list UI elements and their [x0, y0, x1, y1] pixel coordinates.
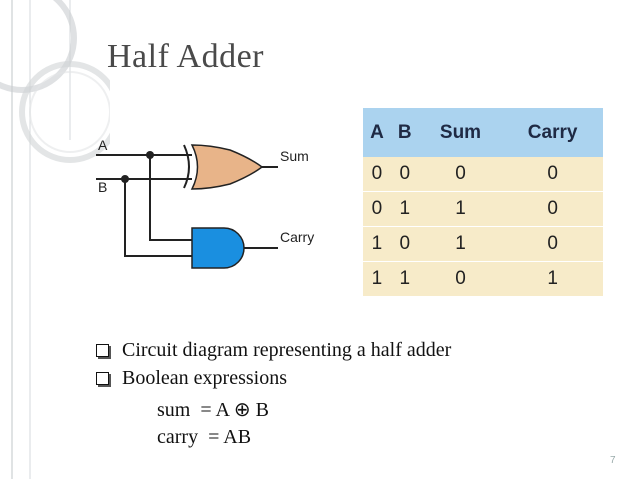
- bullet-list: Circuit diagram representing a half adde…: [96, 336, 451, 392]
- page-number: 7: [610, 455, 616, 466]
- bullet-item: Circuit diagram representing a half adde…: [96, 336, 451, 364]
- input-b-label: B: [98, 179, 107, 195]
- sum-expression: sum = A ⊕ B: [157, 399, 269, 421]
- checkbox-bullet-icon: [96, 371, 109, 385]
- checkbox-bullet-icon: [96, 343, 109, 357]
- header-b: B: [390, 108, 419, 157]
- cell-b: 1: [390, 191, 419, 227]
- cell-sum: 1: [418, 191, 503, 227]
- cell-a: 1: [363, 261, 391, 297]
- table-row: 0 0 0 0: [363, 157, 603, 192]
- bullet-text: Boolean expressions: [122, 367, 287, 389]
- cell-sum: 0: [418, 157, 503, 192]
- output-carry-label: Carry: [280, 229, 314, 245]
- cell-b: 0: [390, 157, 419, 192]
- header-sum: Sum: [418, 108, 503, 157]
- and-gate: [191, 227, 245, 269]
- bullet-item: Boolean expressions: [96, 364, 451, 392]
- table-row: 0 1 1 0: [363, 191, 603, 227]
- xor-gate: [183, 144, 264, 190]
- cell-b: 0: [390, 226, 419, 262]
- cell-sum: 0: [418, 261, 503, 297]
- cell-b: 1: [390, 261, 419, 297]
- cell-a: 0: [363, 191, 391, 227]
- slide-title: Half Adder: [107, 38, 265, 75]
- cell-sum: 1: [418, 226, 503, 262]
- truth-table: A B Sum Carry 0 0 0 0 0 1 1 0 1 0 1 0 1 …: [363, 108, 603, 297]
- half-adder-circuit-diagram: A B Sum Carry: [96, 137, 314, 269]
- cell-a: 0: [363, 157, 391, 192]
- truth-table-header-row: A B Sum Carry: [363, 108, 603, 157]
- input-a-label: A: [98, 137, 108, 153]
- bullet-text: Circuit diagram representing a half adde…: [122, 339, 452, 361]
- output-sum-label: Sum: [280, 148, 309, 164]
- header-carry: Carry: [502, 108, 603, 157]
- cell-carry: 0: [502, 226, 603, 262]
- cell-carry: 1: [502, 261, 603, 297]
- cell-carry: 0: [502, 157, 603, 192]
- decorative-background: [0, 0, 110, 479]
- table-row: 1 0 1 0: [363, 226, 603, 262]
- header-a: A: [363, 108, 391, 157]
- cell-a: 1: [363, 226, 391, 262]
- table-row: 1 1 0 1: [363, 261, 603, 297]
- carry-expression: carry = AB: [157, 426, 252, 448]
- cell-carry: 0: [502, 191, 603, 227]
